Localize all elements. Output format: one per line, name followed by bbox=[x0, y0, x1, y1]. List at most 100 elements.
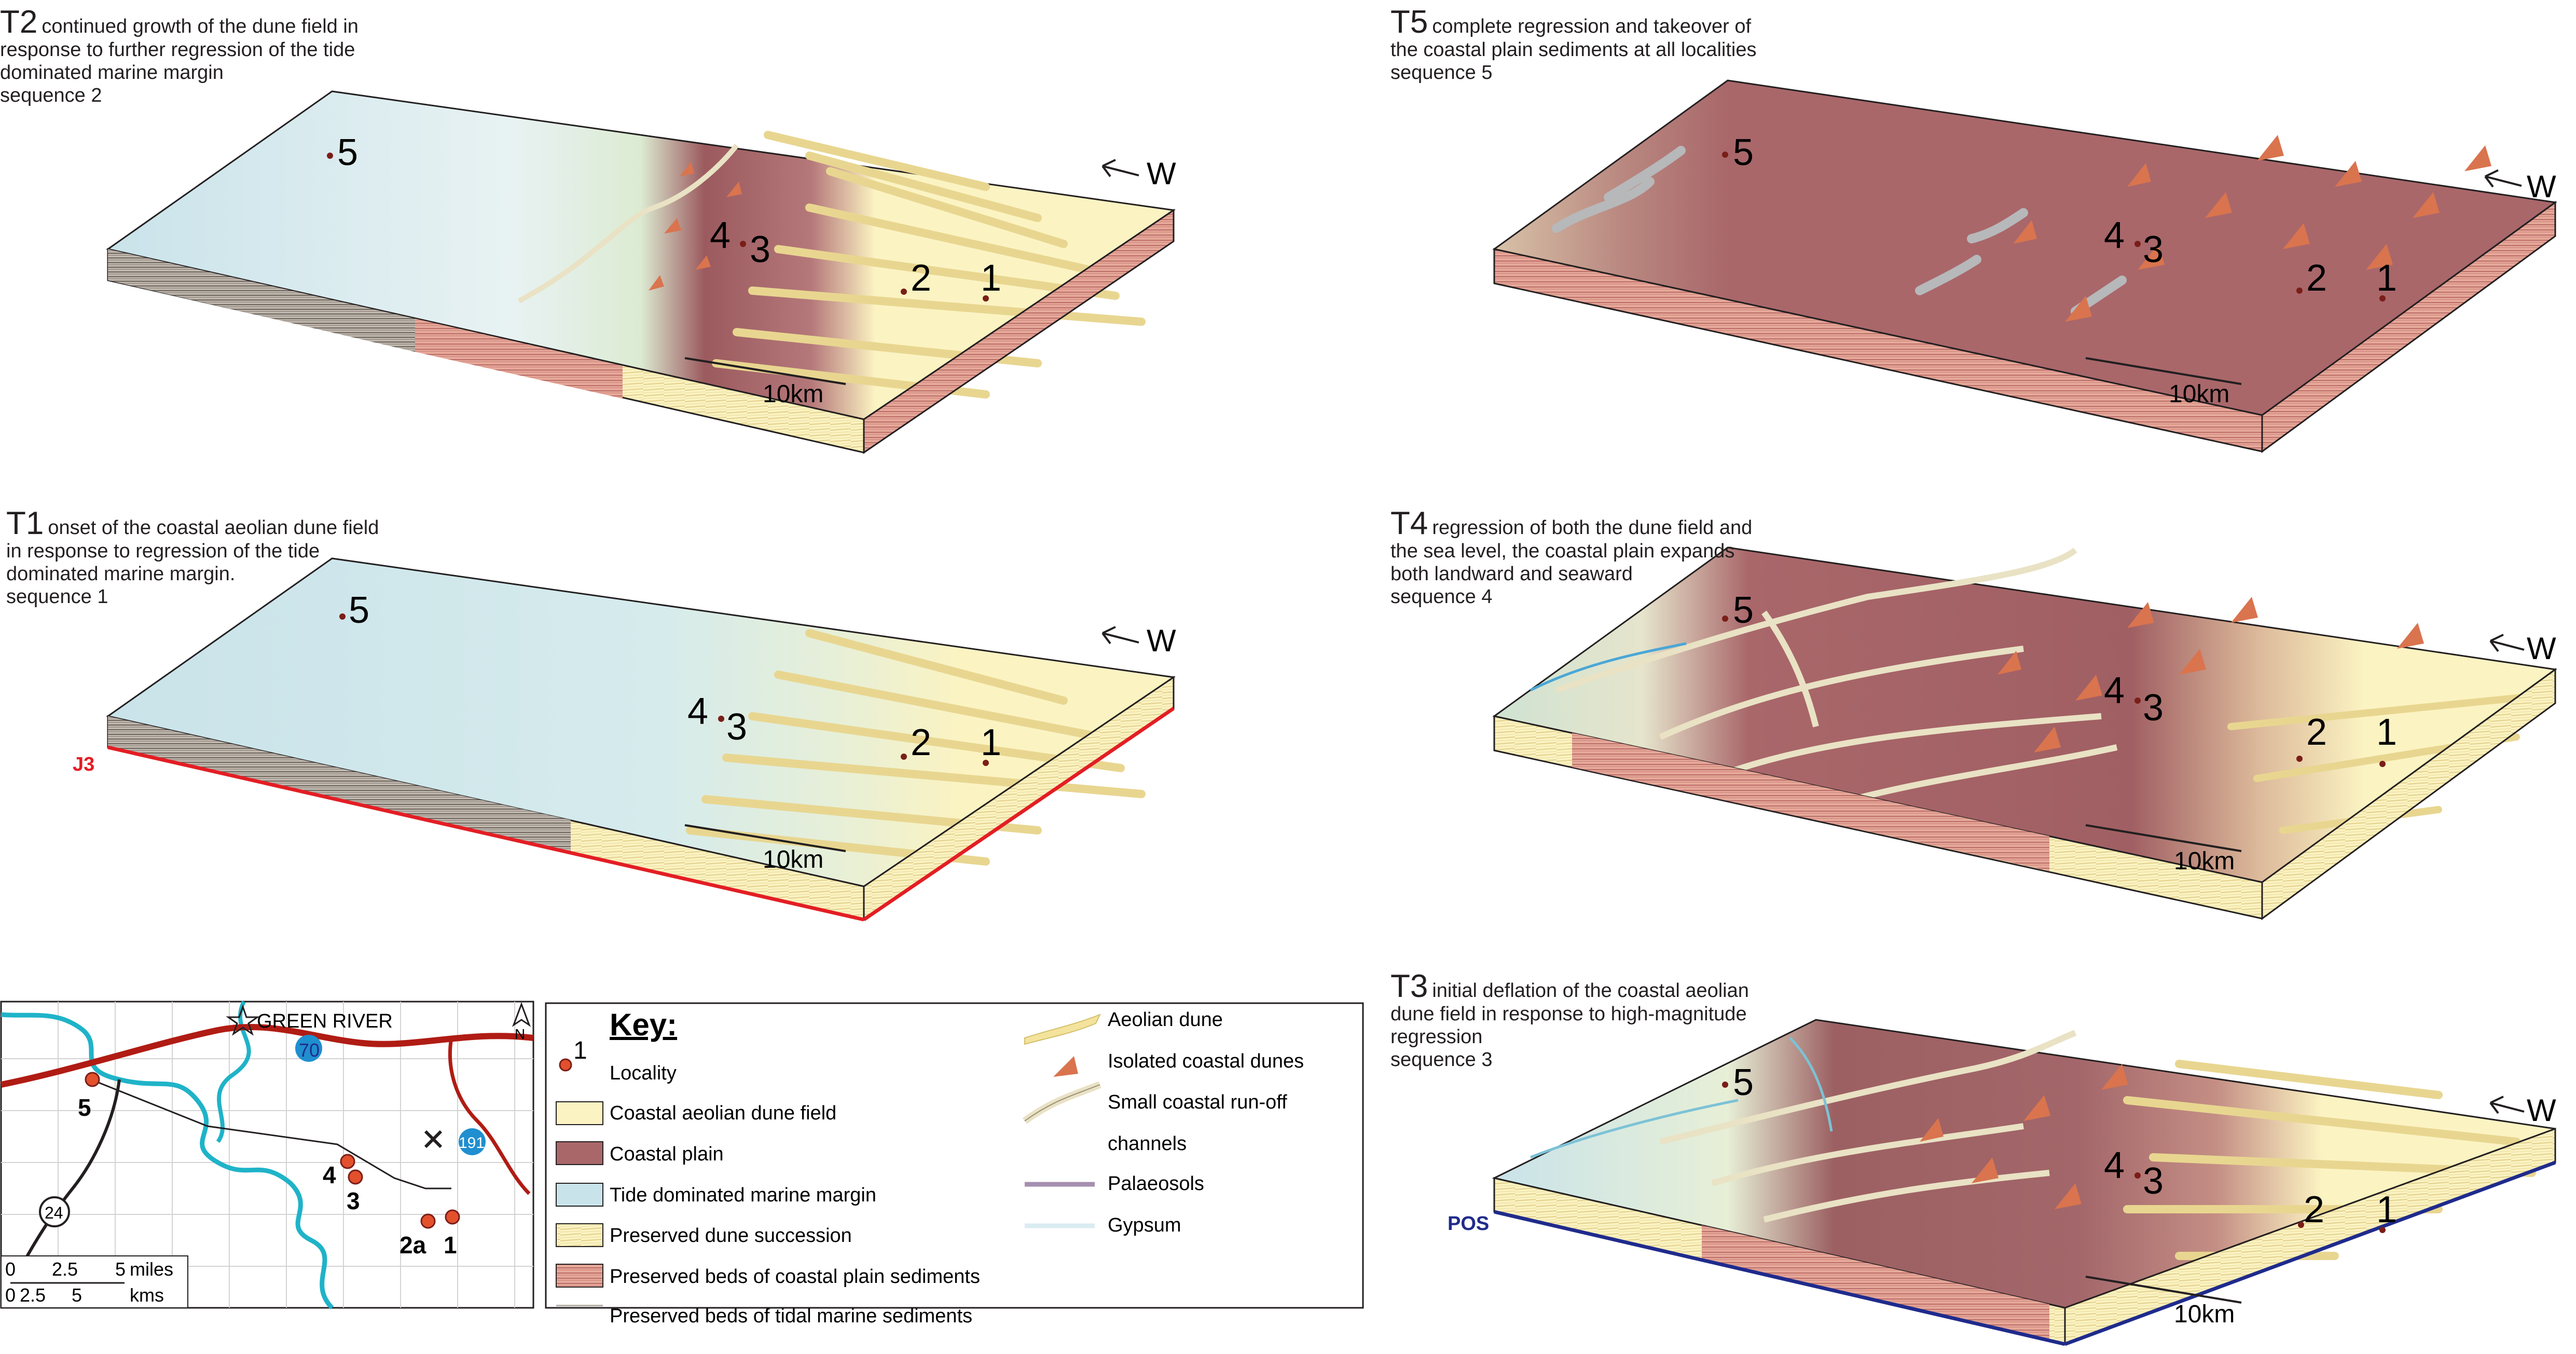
locality-4: 4 bbox=[2104, 670, 2125, 712]
direction-label: W bbox=[2527, 169, 2556, 204]
highway-24-label: 24 bbox=[45, 1203, 63, 1222]
highway-70-road bbox=[0, 1023, 534, 1088]
block-t3: POS 10km W 5 4 3 2 1 bbox=[1448, 1019, 2556, 1346]
isolated-dune-swatch bbox=[1053, 1056, 1078, 1077]
scale-label: 10km bbox=[2169, 380, 2229, 408]
locality-dot bbox=[901, 754, 907, 760]
caption-line: onset of the coastal aeolian dune field bbox=[48, 517, 379, 539]
key-gypsum: Gypsum bbox=[1108, 1214, 1181, 1236]
river-channel bbox=[1530, 642, 1687, 692]
locality-2: 2 bbox=[2306, 257, 2327, 299]
site-2a-label: 2a bbox=[400, 1232, 426, 1259]
scale-kms-2-5: 2.5 bbox=[20, 1284, 46, 1306]
front-tidal bbox=[108, 716, 571, 853]
j3-label: J3 bbox=[73, 754, 94, 775]
locality-dot bbox=[327, 153, 333, 159]
locality-3: 3 bbox=[726, 706, 747, 748]
direction-arrow bbox=[1101, 626, 1139, 645]
caption-tag: T2 bbox=[0, 4, 38, 40]
locality-2: 2 bbox=[2306, 712, 2327, 753]
key-isolated-dunes: Isolated coastal dunes bbox=[1108, 1050, 1304, 1072]
key-coastal-plain: Coastal plain bbox=[610, 1143, 724, 1165]
highway-24-shield bbox=[39, 1196, 70, 1227]
locality-dot bbox=[2379, 761, 2386, 767]
scale-miles-unit: miles bbox=[130, 1259, 173, 1280]
locality-swatch-num: 1 bbox=[573, 1037, 587, 1064]
caption-tag: T3 bbox=[1390, 968, 1428, 1004]
caption-line: complete regression and takeover of bbox=[1432, 16, 1752, 37]
caption-line: sequence 2 bbox=[0, 85, 102, 106]
highway-70-shield bbox=[295, 1035, 322, 1062]
scale-label: 10km bbox=[763, 380, 823, 408]
pres-dune-swatch bbox=[556, 1223, 603, 1247]
locality-5: 5 bbox=[1733, 1062, 1754, 1103]
dune-ridges bbox=[2123, 1060, 2536, 1260]
highway-191-label: 191 bbox=[459, 1134, 485, 1152]
isolated-dunes bbox=[2013, 135, 2491, 322]
pos-label: POS bbox=[1448, 1213, 1489, 1235]
map-scale-box bbox=[1, 1255, 188, 1308]
runoff-channels bbox=[1659, 1030, 2077, 1223]
caption-line: the coastal plain sediments at all local… bbox=[1390, 39, 1757, 61]
locality-4: 4 bbox=[2104, 215, 2125, 256]
runoff-channels bbox=[1555, 548, 2118, 813]
site-dot bbox=[420, 1213, 436, 1229]
key-runoff-line2: channels bbox=[1108, 1133, 1187, 1155]
locality-2: 2 bbox=[2304, 1189, 2324, 1230]
direction-label: W bbox=[1147, 623, 1176, 658]
direction-arrow bbox=[1101, 159, 1139, 177]
caption-line: dune field in response to high-magnitude bbox=[1390, 1003, 1747, 1025]
caption-line: response to further regression of the ti… bbox=[0, 39, 355, 61]
caption-line: both landward and seaward bbox=[1390, 563, 1633, 585]
site-dot bbox=[348, 1169, 363, 1185]
scale-bar bbox=[2085, 357, 2242, 385]
caption-tag: T1 bbox=[6, 505, 44, 541]
locality-4: 4 bbox=[687, 691, 708, 732]
coastal-plain-swatch bbox=[556, 1141, 603, 1165]
locality-4: 4 bbox=[710, 215, 731, 256]
north-arrow-icon bbox=[512, 1002, 531, 1027]
locality-3: 3 bbox=[2143, 1160, 2164, 1202]
direction-arrow bbox=[2484, 169, 2522, 188]
river-channel bbox=[1530, 1037, 1833, 1159]
locality-5: 5 bbox=[1733, 590, 1754, 631]
locality-dot bbox=[2134, 697, 2141, 704]
locality-5: 5 bbox=[349, 590, 369, 631]
block-side bbox=[863, 209, 1175, 454]
locality-dot bbox=[1722, 1082, 1728, 1088]
locality-dot bbox=[2134, 241, 2141, 247]
locality-3: 3 bbox=[2143, 229, 2164, 270]
location-map: 70 191 24 GREEN RIVER N 5 4 3 2a 1 0 2.5… bbox=[0, 1001, 534, 1310]
front-coastal bbox=[1702, 1225, 2049, 1341]
pos-surface-side bbox=[2064, 1160, 2556, 1346]
town-label: GREEN RIVER bbox=[257, 1010, 393, 1032]
key-pres-tidal: Preserved beds of tidal marine sediments bbox=[610, 1305, 972, 1327]
key-dune-field: Coastal aeolian dune field bbox=[610, 1102, 836, 1124]
site-1-label: 1 bbox=[444, 1232, 457, 1259]
caption-line: the sea level, the coastal plain expands bbox=[1390, 540, 1735, 562]
key-aeolian-dune: Aeolian dune bbox=[1108, 1009, 1223, 1031]
key-pres-dune: Preserved dune succession bbox=[610, 1225, 852, 1247]
scale-kms-0: 0 bbox=[5, 1284, 16, 1306]
direction-arrow bbox=[2489, 634, 2525, 652]
dune-ridges bbox=[712, 131, 1146, 399]
scale-miles-2-5: 2.5 bbox=[52, 1259, 78, 1280]
key-frame bbox=[545, 1002, 1364, 1309]
caption-line: dominated marine margin bbox=[0, 62, 224, 84]
locality-1: 1 bbox=[2376, 712, 2397, 753]
site-dot bbox=[445, 1209, 460, 1225]
north-label: N bbox=[515, 1026, 525, 1042]
scale-label: 10km bbox=[763, 846, 823, 873]
scale-miles-5: 5 bbox=[115, 1259, 126, 1280]
scale-bar bbox=[2085, 1276, 2242, 1304]
j3-surface bbox=[107, 745, 864, 922]
block-t4: 10km W 5 4 3 2 1 bbox=[1492, 546, 2557, 920]
direction-label: W bbox=[1147, 156, 1176, 191]
highway-70-label: 70 bbox=[299, 1040, 320, 1061]
highway-24-road bbox=[4, 1079, 121, 1298]
green-river bbox=[1, 1012, 334, 1310]
block-side bbox=[2261, 201, 2556, 453]
locality-dot bbox=[901, 289, 907, 295]
